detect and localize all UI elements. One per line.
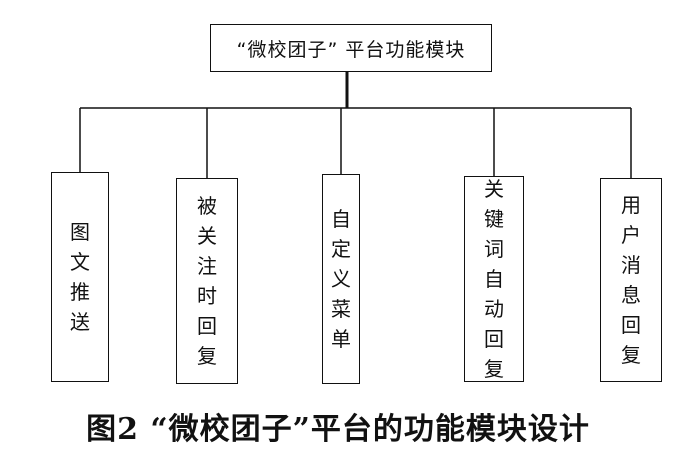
module-box-guanjian: 关键词自动回复 bbox=[464, 176, 524, 382]
module-box-zidingyi: 自定义菜单 bbox=[322, 174, 360, 384]
module-label-guanjian: 关键词自动回复 bbox=[484, 174, 504, 384]
module-label-char: 时 bbox=[197, 284, 217, 308]
module-box-beiguan: 被关注时回复 bbox=[176, 178, 238, 384]
module-label-char: 定 bbox=[331, 237, 351, 261]
module-label-char: 推 bbox=[70, 280, 90, 304]
module-label-char: 回 bbox=[197, 314, 217, 338]
module-label-char: 单 bbox=[331, 327, 351, 351]
module-box-tuwen: 图文推送 bbox=[51, 172, 109, 382]
module-label-char: 复 bbox=[197, 344, 217, 368]
module-label-yonghu: 用户消息回复 bbox=[621, 190, 641, 370]
root-module-label: “微校团子” 平台功能模块 bbox=[236, 38, 466, 61]
module-label-char: 注 bbox=[197, 254, 217, 278]
figure-caption: 图2 “微校团子”平台的功能模块设计 bbox=[86, 412, 590, 447]
module-label-char: 关 bbox=[197, 224, 217, 248]
module-label-zidingyi: 自定义菜单 bbox=[331, 204, 351, 354]
module-label-char: 菜 bbox=[331, 297, 351, 321]
module-label-char: 自 bbox=[484, 267, 504, 291]
module-label-char: 消 bbox=[621, 253, 641, 277]
module-box-yonghu: 用户消息回复 bbox=[600, 178, 662, 382]
module-label-char: 动 bbox=[484, 297, 504, 321]
module-label-char: 息 bbox=[621, 283, 641, 307]
module-label-tuwen: 图文推送 bbox=[70, 217, 90, 337]
module-label-char: 义 bbox=[331, 267, 351, 291]
module-label-beiguan: 被关注时回复 bbox=[197, 191, 217, 371]
module-label-char: 复 bbox=[621, 343, 641, 367]
module-label-char: 被 bbox=[197, 194, 217, 218]
module-label-char: 关 bbox=[484, 177, 504, 201]
module-label-char: 复 bbox=[484, 357, 504, 381]
module-label-char: 用 bbox=[621, 193, 641, 217]
module-label-char: 文 bbox=[70, 250, 90, 274]
module-label-char: 键 bbox=[484, 207, 504, 231]
module-label-char: 送 bbox=[70, 310, 90, 334]
module-label-char: 回 bbox=[484, 327, 504, 351]
module-label-char: 自 bbox=[331, 207, 351, 231]
module-label-char: 户 bbox=[621, 223, 641, 247]
module-label-char: 词 bbox=[484, 237, 504, 261]
module-label-char: 图 bbox=[70, 220, 90, 244]
root-module-box: “微校团子” 平台功能模块 bbox=[210, 24, 492, 72]
module-label-char: 回 bbox=[621, 313, 641, 337]
